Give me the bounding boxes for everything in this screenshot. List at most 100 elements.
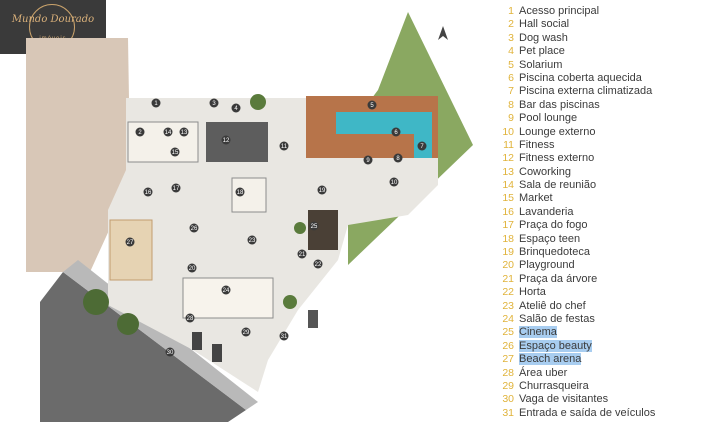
legend-label: Praça da árvore xyxy=(519,272,598,285)
svg-text:6: 6 xyxy=(394,130,398,136)
legend-label: Salão de festas xyxy=(519,312,595,325)
legend-label: Área uber xyxy=(519,366,568,379)
tree xyxy=(83,289,109,315)
svg-text:29: 29 xyxy=(243,330,250,336)
legend-label: Lounge externo xyxy=(519,125,596,138)
svg-text:4: 4 xyxy=(234,106,238,112)
legend-number: 20 xyxy=(502,259,514,272)
legend-label: Espaço beauty xyxy=(519,339,592,352)
legend-number: 22 xyxy=(502,286,514,299)
plan-pin: 17 xyxy=(171,183,181,193)
legend-number: 26 xyxy=(502,339,514,352)
legend-number: 2 xyxy=(508,18,514,31)
plan-pin: 11 xyxy=(279,141,289,151)
car xyxy=(212,344,222,362)
legend-number: 18 xyxy=(502,232,514,245)
logo-brand-text: Mundo Dourado xyxy=(11,14,95,25)
plan-pin: 21 xyxy=(297,249,307,259)
legend-number: 12 xyxy=(502,152,514,165)
legend-label: Hall social xyxy=(519,18,570,31)
legend-item: 20 Playground xyxy=(498,259,655,272)
legend-number: 14 xyxy=(502,179,514,192)
legend-item: 6 Piscina coberta aquecida xyxy=(498,72,655,85)
pool-external xyxy=(336,112,432,134)
plan-pin: 6 xyxy=(391,127,401,137)
legend-label: Playground xyxy=(519,259,575,272)
sand-area xyxy=(26,38,130,272)
legend-number: 10 xyxy=(502,125,514,138)
svg-text:7: 7 xyxy=(420,144,424,150)
svg-text:31: 31 xyxy=(281,334,288,340)
legend-item: 19 Brinquedoteca xyxy=(498,246,655,259)
legend-number: 24 xyxy=(502,312,514,325)
legend-number: 11 xyxy=(503,138,514,151)
plan-pin: 29 xyxy=(241,327,251,337)
plan-pin: 19 xyxy=(317,185,327,195)
tree xyxy=(117,313,139,335)
legend-number: 17 xyxy=(502,219,514,232)
legend-number: 6 xyxy=(508,71,514,84)
plan-pin: 1 xyxy=(151,98,161,108)
svg-text:30: 30 xyxy=(167,350,174,356)
fitness-block xyxy=(206,122,268,162)
plan-pin: 8 xyxy=(393,153,403,163)
car xyxy=(192,332,202,350)
plan-pin: 20 xyxy=(187,263,197,273)
svg-text:10: 10 xyxy=(391,180,398,186)
legend-label: Brinquedoteca xyxy=(519,246,590,259)
legend-label: Pet place xyxy=(519,45,565,58)
plan-pin: 30 xyxy=(165,347,175,357)
legend-number: 19 xyxy=(502,246,514,259)
svg-text:3: 3 xyxy=(212,101,216,107)
tree xyxy=(250,94,266,110)
legend-label: Churrasqueira xyxy=(519,379,589,392)
legend-item: 22 Horta xyxy=(498,286,655,299)
legend-number: 29 xyxy=(502,379,514,392)
legend-label: Horta xyxy=(519,286,546,299)
legend-number: 8 xyxy=(508,98,514,111)
svg-text:2: 2 xyxy=(138,130,142,136)
svg-text:28: 28 xyxy=(187,316,194,322)
legend-number: 5 xyxy=(508,58,514,71)
legend-label: Piscina coberta aquecida xyxy=(519,71,642,84)
svg-text:21: 21 xyxy=(299,252,306,258)
legend-number: 21 xyxy=(502,272,514,285)
svg-text:20: 20 xyxy=(189,266,196,272)
legend-label: Ateliê do chef xyxy=(519,299,586,312)
legend-number: 30 xyxy=(502,393,514,406)
svg-text:15: 15 xyxy=(172,150,179,156)
north-arrow-icon xyxy=(438,26,448,40)
legend-item: 10 Lounge externo xyxy=(498,126,655,139)
plan-pin: 15 xyxy=(170,147,180,157)
legend-label: Dog wash xyxy=(519,31,568,44)
tree xyxy=(283,295,297,309)
plan-pin: 3 xyxy=(209,98,219,108)
plan-pin: 5 xyxy=(367,100,377,110)
tree xyxy=(294,222,306,234)
plan-pin: 23 xyxy=(247,235,257,245)
plan-pin: 22 xyxy=(313,259,323,269)
legend-label: Acesso principal xyxy=(519,5,600,17)
legend-item: 26 Espaço beauty xyxy=(498,339,655,353)
plan-pin: 26 xyxy=(189,223,199,233)
site-plan: 1 2 3 4 5 6 7 8 9 10 11 12 13 14 15 16 1… xyxy=(26,12,473,422)
svg-text:25: 25 xyxy=(311,224,318,230)
plan-pin: 9 xyxy=(363,155,373,165)
legend-label: Cinema xyxy=(519,326,557,339)
plan-pin: 13 xyxy=(179,127,189,137)
plan-pin: 16 xyxy=(143,187,153,197)
